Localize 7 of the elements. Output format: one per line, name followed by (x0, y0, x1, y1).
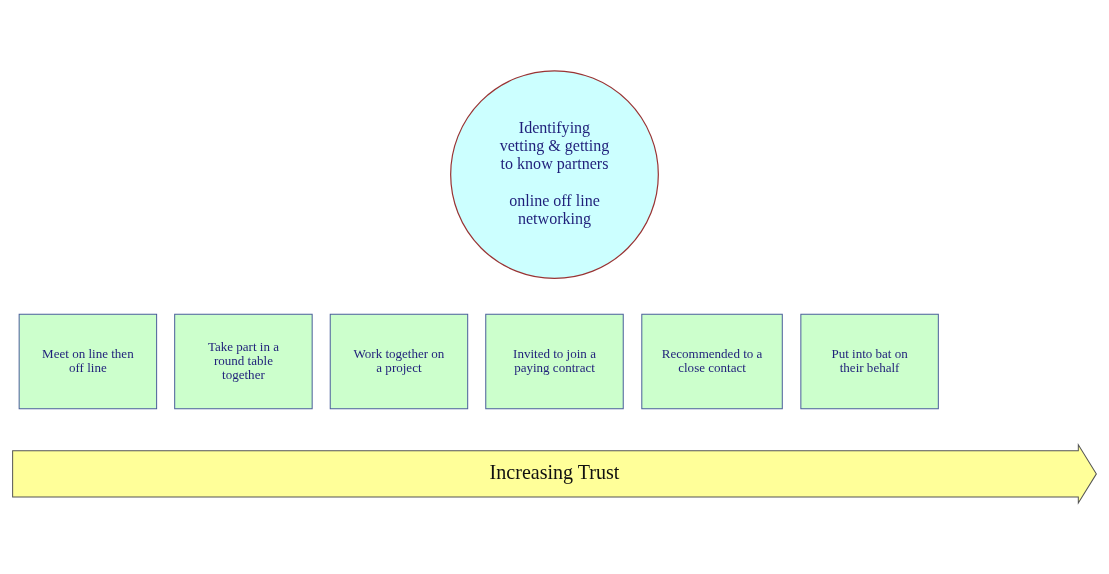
node-box: Invited to join a paying contract (485, 313, 624, 410)
node-box: Put into bat on their behalf (800, 313, 939, 410)
node-circle: Identifying vetting & getting to know partners online off line networking (450, 70, 659, 280)
node-box: Work together on a project (329, 313, 469, 410)
node-box: Meet on line then off line (18, 313, 158, 410)
node-box: Take part in a round table together (174, 313, 313, 410)
node-box: Recommended to a close contact (641, 313, 783, 410)
